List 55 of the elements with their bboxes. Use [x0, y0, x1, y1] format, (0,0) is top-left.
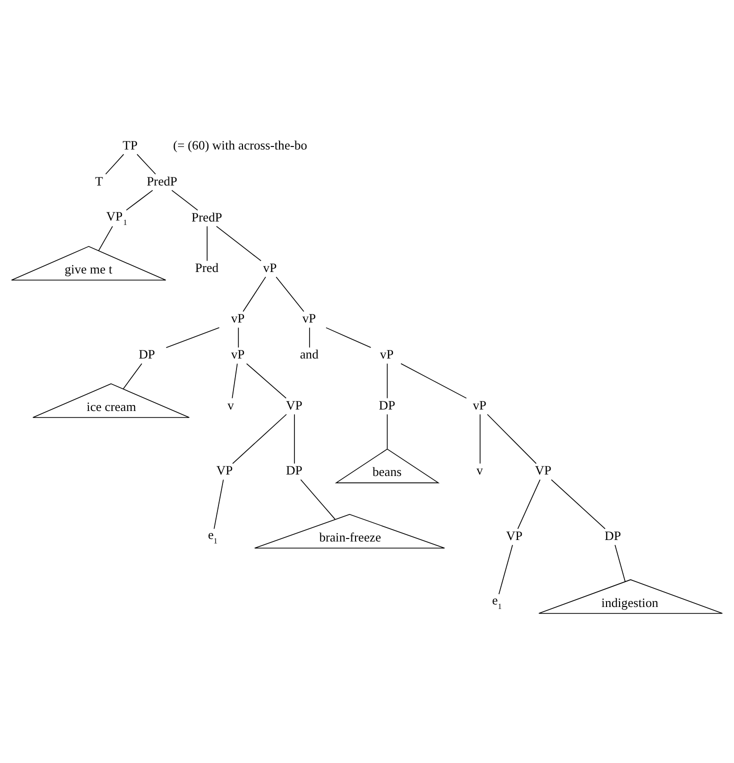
label: (= (60) with across-the-bo — [173, 138, 308, 152]
node-text: VP — [286, 398, 302, 412]
node-text: DP — [286, 464, 302, 478]
connector — [242, 276, 266, 312]
node-text: VP — [216, 464, 233, 478]
node-text: vP — [231, 312, 245, 326]
node-text: DP — [378, 398, 396, 412]
connector — [238, 327, 239, 348]
connector — [246, 363, 286, 399]
connector — [386, 414, 388, 450]
connector — [400, 363, 467, 399]
node-text: e$_{1}$ — [208, 528, 218, 546]
connector — [98, 226, 113, 252]
node-text: VP — [506, 528, 522, 543]
connector — [216, 226, 262, 262]
connector — [232, 363, 238, 399]
connector — [386, 363, 388, 399]
connector — [326, 327, 372, 348]
node-text: vP — [231, 348, 245, 362]
connector — [550, 479, 606, 530]
node-text: vP — [263, 260, 277, 275]
connector — [498, 544, 513, 595]
node-text: vP — [472, 398, 486, 412]
node-text: PredP — [192, 210, 222, 224]
connector — [517, 479, 540, 530]
connector — [294, 414, 295, 464]
node-text: DP — [604, 528, 621, 543]
node-text: PredP — [146, 174, 178, 188]
connector — [300, 479, 336, 520]
node-text: DP — [138, 348, 156, 362]
node-text: VP$_{1}$ — [106, 209, 128, 227]
connector — [105, 154, 124, 175]
connector — [309, 327, 310, 348]
connector — [171, 190, 198, 211]
node-text: v — [476, 464, 483, 478]
node-text: and — [300, 348, 318, 362]
node-text: TP — [122, 138, 138, 152]
node-text: e$_{1}$ — [492, 593, 502, 611]
node-text: vP — [380, 348, 394, 362]
connector — [614, 544, 626, 582]
connector — [276, 276, 304, 312]
connector — [166, 327, 220, 348]
node-text: Pred — [195, 260, 219, 275]
connector — [214, 479, 224, 530]
connector — [480, 414, 481, 464]
node-text: vP — [302, 312, 316, 326]
connector — [122, 363, 142, 390]
node-text: VP — [534, 464, 552, 478]
connector — [136, 154, 156, 175]
connector — [206, 226, 208, 262]
connector — [232, 414, 287, 464]
node-text: T — [95, 174, 103, 188]
node-text: v — [228, 398, 234, 412]
connector — [486, 414, 537, 464]
connector — [126, 190, 154, 211]
